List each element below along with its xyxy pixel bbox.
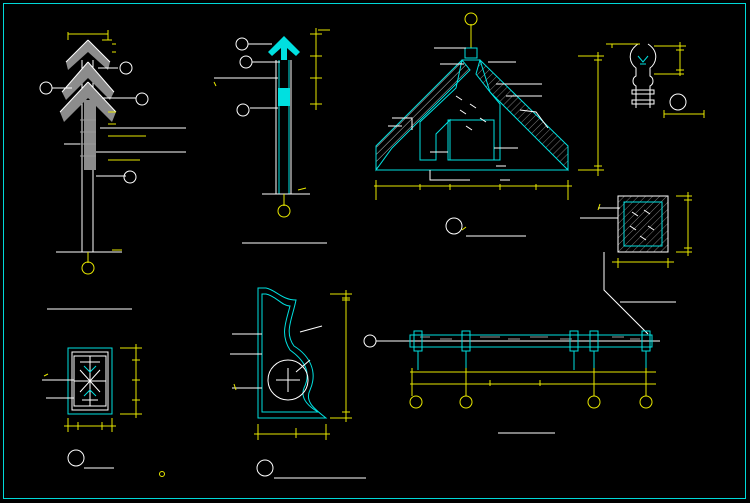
pole-elevation [39,30,186,275]
pole-section [213,28,330,218]
drawing-frame [3,3,746,499]
title-roof-ridge-section [445,217,526,237]
roof-ridge-section [374,12,604,200]
beam-elevation [363,330,660,409]
lattice-panel [42,344,142,432]
post-section [580,192,692,335]
bracket-panel [230,287,352,440]
title-lattice-panel [67,449,165,477]
title-bracket-panel [256,459,366,479]
finial-detail [606,42,705,118]
